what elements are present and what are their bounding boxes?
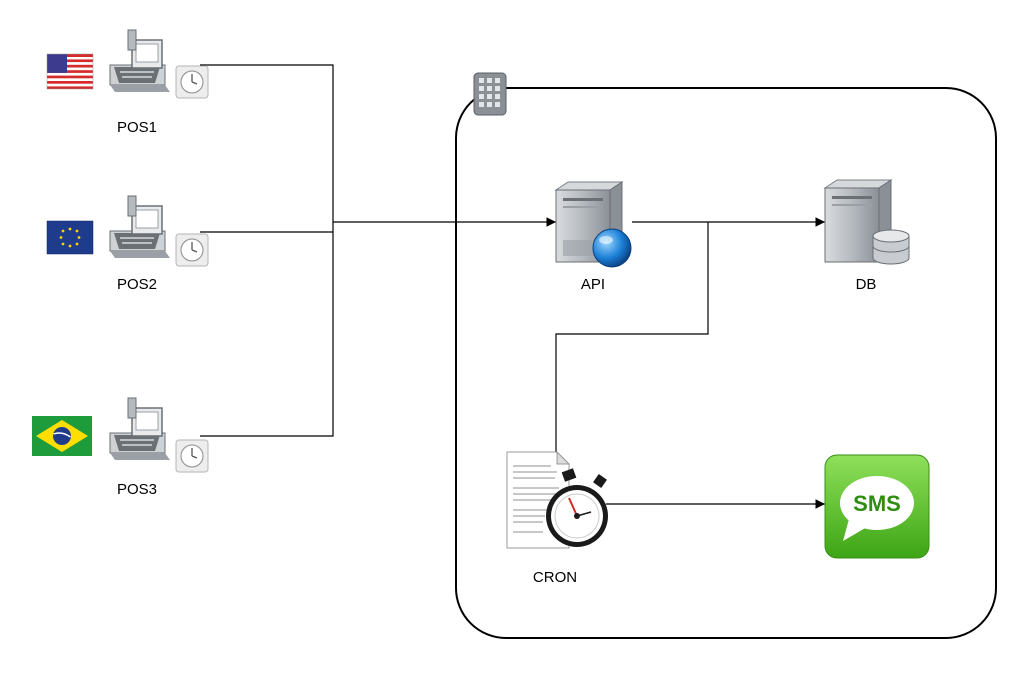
pos-terminal-icon [109, 195, 171, 259]
sms-node[interactable]: SMS [824, 454, 930, 559]
web-server-icon [554, 181, 632, 268]
api-label: API [581, 276, 605, 293]
pos-terminal-icon [109, 397, 171, 461]
scheduled-job-icon [506, 450, 608, 549]
connectors [200, 64, 825, 509]
pos3-label: POS3 [117, 481, 157, 498]
sms-icon: SMS [824, 454, 930, 559]
brazil-flag-icon [32, 416, 92, 456]
clock-icon [175, 65, 209, 99]
pos-terminal-3[interactable]: POS3 [32, 397, 209, 498]
pos-terminal-icon [109, 29, 171, 93]
sms-text: SMS [853, 491, 901, 516]
us-flag-icon [46, 53, 94, 90]
db-node[interactable]: DB [823, 179, 910, 293]
database-server-icon [823, 179, 910, 265]
datacenter-building-icon [473, 72, 507, 116]
pos1-connector [200, 64, 334, 222]
eu-flag-icon [46, 220, 94, 255]
clock-icon [175, 439, 209, 473]
cron-node[interactable]: CRON [506, 450, 608, 586]
pos2-label: POS2 [117, 276, 157, 293]
cron-label: CRON [533, 569, 577, 586]
pos-terminal-2[interactable]: POS2 [46, 195, 209, 293]
db-label: DB [856, 276, 877, 293]
pos1-label: POS1 [117, 119, 157, 136]
cron-to-db-connector [555, 222, 709, 452]
api-node[interactable]: API [554, 181, 632, 293]
pos3-connector [200, 222, 334, 437]
clock-icon [175, 233, 209, 267]
pos-terminal-1[interactable]: POS1 [46, 29, 209, 136]
